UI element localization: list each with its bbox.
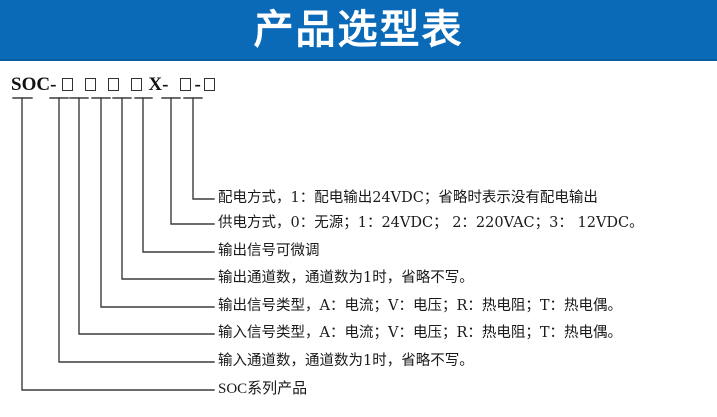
model-code-trim-marker: X-	[148, 74, 169, 95]
legend-line-output-trim: 输出信号可微调	[218, 243, 320, 259]
model-code-string: SOC- X- -	[11, 74, 218, 96]
model-code-box-input-channels	[62, 78, 74, 91]
model-code-box-power-supply	[180, 78, 192, 91]
model-code-prefix: SOC-	[11, 74, 57, 95]
page-title: 产品选型表	[253, 6, 464, 53]
leader-output-trim	[142, 97, 215, 253]
legend-line-power-distribution: 配电方式，1：配电输出24VDC；省略时表示没有配电输出	[218, 190, 598, 206]
leader-power-supply	[170, 97, 215, 225]
model-code-box-output-channels	[131, 78, 143, 91]
model-code-box-input-signal-type	[85, 78, 97, 91]
page-header-banner: 产品选型表	[0, 0, 717, 61]
model-code-box-output-signal-type	[108, 78, 120, 91]
legend-line-output-channels: 输出通道数，通道数为1时，省略不写。	[218, 270, 474, 286]
legend-line-input-channels: 输入通道数，通道数为1时，省略不写。	[218, 353, 474, 369]
leader-series-name	[21, 97, 215, 391]
model-code-box-power-distribution	[203, 78, 215, 91]
leader-output-channels	[121, 97, 215, 280]
legend-line-series-name: SOC系列产品	[218, 381, 308, 397]
leader-input-channels	[58, 97, 215, 363]
legend-line-output-signal-type: 输出信号类型，A：电流；V：电压；R：热电阻；T：热电偶。	[218, 298, 623, 314]
leader-input-signal-type	[78, 97, 215, 335]
leader-output-signal-type	[100, 97, 215, 308]
leader-power-distribution	[192, 97, 215, 200]
legend-line-power-supply: 供电方式，0：无源；1：24VDC； 2：220VAC；3： 12VDC。	[218, 215, 644, 231]
legend-line-input-signal-type: 输入信号类型，A：电流；V：电压；R：热电阻；T：热电偶。	[218, 325, 623, 341]
model-code-separator: -	[194, 74, 201, 95]
